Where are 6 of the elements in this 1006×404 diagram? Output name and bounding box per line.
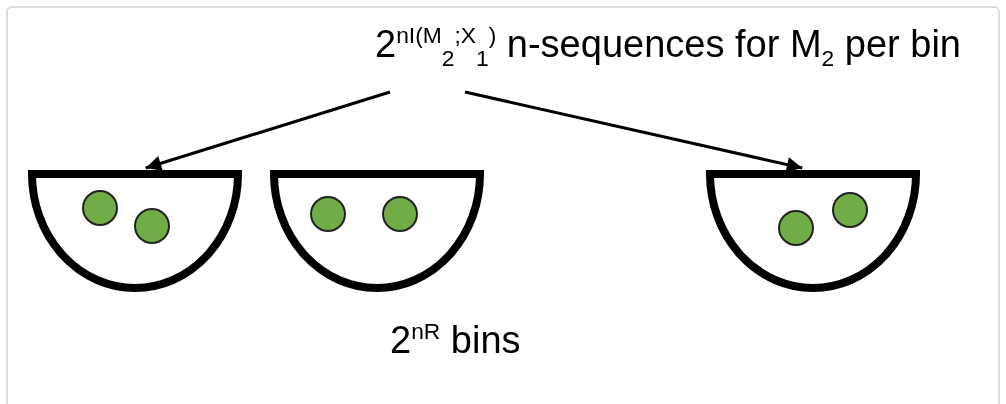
bin-bowl (706, 168, 920, 292)
arrow (464, 90, 803, 173)
bin-bowl (270, 168, 484, 292)
label-text: 2$^{nR}$ bins (390, 318, 521, 363)
arrow (145, 90, 391, 171)
bin-bowl (28, 168, 242, 292)
